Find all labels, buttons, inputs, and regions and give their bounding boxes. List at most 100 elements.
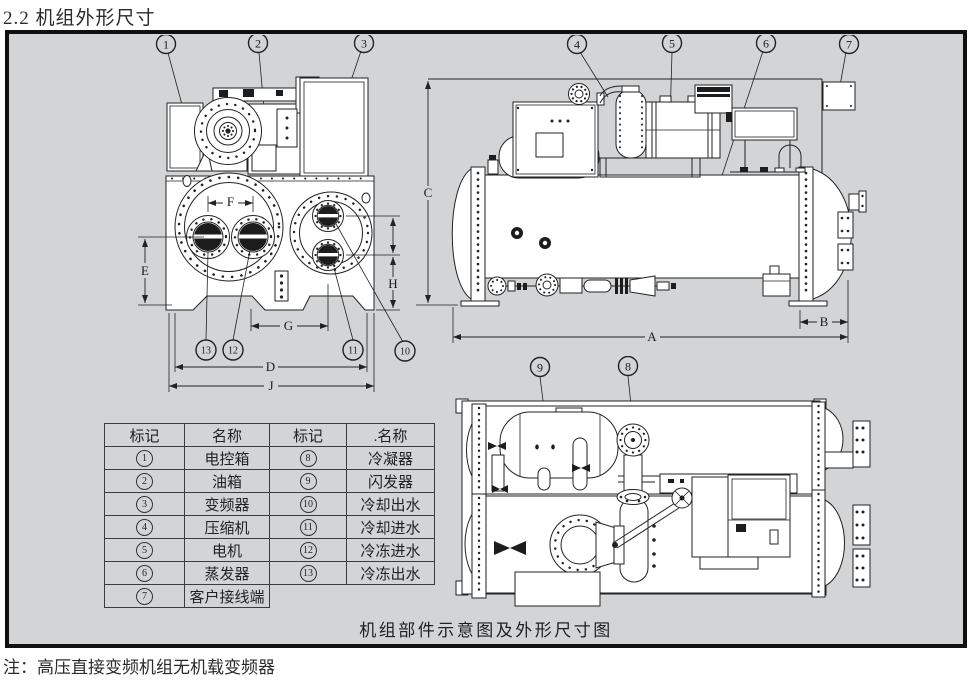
svg-text:B: B xyxy=(820,314,829,329)
footnote: 注：高压直接变频机组无机载变频器 xyxy=(3,658,275,677)
mark-3: 3 xyxy=(136,496,153,513)
table-row: 4 压缩机 11 冷却进水 xyxy=(104,515,435,539)
col-header-mark-right: 标记 xyxy=(269,423,347,447)
svg-text:E: E xyxy=(141,263,149,278)
col-header-mark-left: 标记 xyxy=(104,423,185,447)
svg-text:F: F xyxy=(227,194,234,209)
part-name: 冷凝器 xyxy=(346,446,435,470)
part-name: 油箱 xyxy=(184,469,270,493)
drive-shaft-plan xyxy=(612,487,693,549)
flash-tank-plan xyxy=(488,407,619,493)
callout-1: 1 xyxy=(155,35,177,55)
dim-B: B xyxy=(799,310,848,329)
table-row: 5 电机 12 冷冻进水 xyxy=(104,538,435,562)
top-flange xyxy=(568,83,590,105)
callout-13: 13 xyxy=(195,339,217,361)
svg-text:5: 5 xyxy=(669,37,675,51)
dim-E: E xyxy=(138,236,204,306)
under-vessel-piping xyxy=(487,265,791,297)
front-view-drawing: F E G H D J xyxy=(138,35,416,393)
parts-legend-table: 标记 名称 标记 .名称 1 电控箱 8 冷凝器 2 油箱 9 闪发器 3 变频… xyxy=(104,423,435,608)
svg-text:4: 4 xyxy=(574,38,580,52)
evaporator-tubesheet-front xyxy=(174,172,284,282)
mark-9: 9 xyxy=(299,473,317,490)
part-name: 客户接线端 xyxy=(184,584,270,608)
dim-H: H xyxy=(346,215,400,311)
table-row: 7 客户接线端 xyxy=(104,584,435,608)
callout-8: 8 xyxy=(617,356,639,377)
svg-text:1: 1 xyxy=(163,38,169,52)
right-foot xyxy=(788,300,828,307)
callout-4: 4 xyxy=(566,35,588,55)
part-name: 压缩机 xyxy=(184,515,270,539)
top-view-drawing: 9 8 xyxy=(455,356,871,607)
mark-7: 7 xyxy=(136,588,153,605)
part-name: 电机 xyxy=(184,538,270,562)
side-view-drawing: C A B 4 5 6 7 xyxy=(416,35,867,344)
economizer-header xyxy=(731,107,798,141)
mark-10: 10 xyxy=(299,496,317,513)
front-bottom-leaders xyxy=(205,223,404,343)
part-name: 冷冻出水 xyxy=(346,561,435,585)
mark-1: 1 xyxy=(136,450,153,467)
svg-text:7: 7 xyxy=(846,38,852,52)
dim-A: A xyxy=(452,280,849,344)
part-name: 电控箱 xyxy=(184,446,270,470)
callout-6: 6 xyxy=(755,35,777,54)
mark-6: 6 xyxy=(136,565,153,582)
control-cabinet-side xyxy=(512,101,599,178)
evaporator-side xyxy=(451,166,867,307)
part-name: 冷却出水 xyxy=(346,492,435,516)
mark-5: 5 xyxy=(136,542,153,559)
dim-D: D xyxy=(174,313,368,374)
svg-text:2: 2 xyxy=(255,37,261,51)
side-top-equipment xyxy=(487,83,806,179)
svg-text:12: 12 xyxy=(228,346,238,357)
mark-2: 2 xyxy=(136,473,153,490)
callout-9: 9 xyxy=(529,356,551,378)
part-name: 变频器 xyxy=(184,492,270,516)
mark-8: 8 xyxy=(299,450,317,467)
plan-bottom-box xyxy=(514,571,601,607)
condenser-connection-flange xyxy=(616,423,660,505)
dim-J: J xyxy=(168,313,375,393)
table-row: 6 蒸发器 13 冷冻出水 xyxy=(104,561,435,585)
vfd-box-front xyxy=(299,77,369,178)
svg-text:J: J xyxy=(268,378,273,393)
svg-text:13: 13 xyxy=(201,346,211,357)
svg-text:3: 3 xyxy=(361,37,367,51)
chilled-water-out-nozzle xyxy=(186,215,230,259)
svg-text:C: C xyxy=(424,185,433,200)
svg-text:H: H xyxy=(388,276,397,291)
part-name: 冷冻进水 xyxy=(346,538,435,562)
figure-caption: 机组部件示意图及外形尺寸图 xyxy=(359,621,613,640)
compressor-side xyxy=(596,85,647,159)
callout-11: 11 xyxy=(342,339,364,361)
col-header-name-right: .名称 xyxy=(346,423,435,447)
table-row: 3 变频器 10 冷却出水 xyxy=(104,492,435,516)
table-row: 2 油箱 9 闪发器 xyxy=(104,469,435,493)
mark-12: 12 xyxy=(299,542,317,559)
cooling-water-in-nozzle xyxy=(312,239,344,271)
svg-text:11: 11 xyxy=(348,346,358,357)
svg-text:A: A xyxy=(647,329,657,344)
part-name: 蒸发器 xyxy=(184,561,270,585)
plan-machinery xyxy=(514,423,798,607)
table-row: 1 电控箱 8 冷凝器 xyxy=(104,446,435,470)
part-name: 冷却进水 xyxy=(346,515,435,539)
table-header-row: 标记 名称 标记 .名称 xyxy=(104,423,435,447)
dim-C: C xyxy=(416,81,458,306)
callout-10: 10 xyxy=(394,340,416,362)
front-upper-machinery xyxy=(166,76,369,178)
callout-12: 12 xyxy=(222,339,244,361)
svg-text:8: 8 xyxy=(625,360,631,374)
cooling-water-out-nozzle xyxy=(312,200,344,232)
customer-terminal-box xyxy=(822,81,856,111)
svg-text:6: 6 xyxy=(763,37,769,51)
mark-4: 4 xyxy=(136,519,153,536)
motor-front xyxy=(194,97,262,165)
svg-text:10: 10 xyxy=(400,347,410,358)
col-header-name-left: 名称 xyxy=(184,423,270,447)
callout-3: 3 xyxy=(353,35,375,54)
